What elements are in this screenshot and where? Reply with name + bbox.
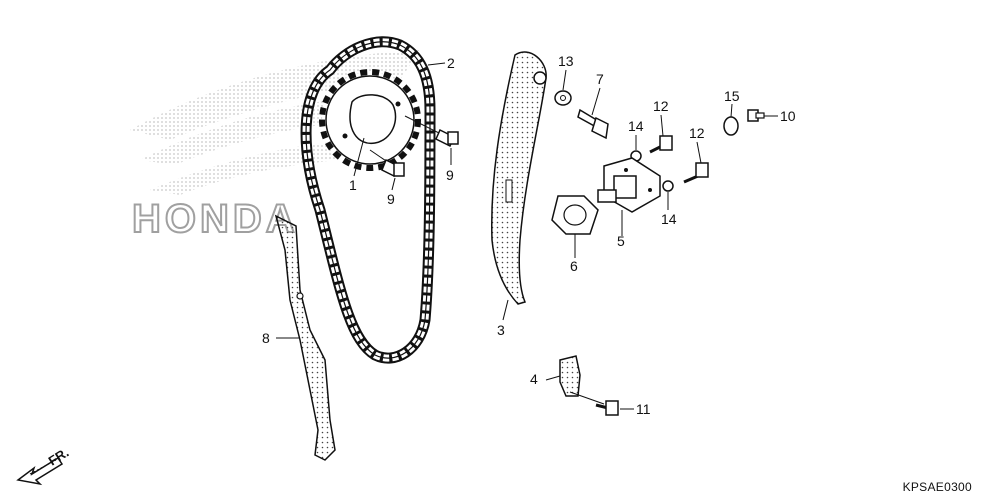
stopper-plate <box>559 355 605 405</box>
lifter-gasket <box>551 195 599 235</box>
callout-13: 13 <box>558 53 574 69</box>
cam-sprocket <box>319 69 421 171</box>
sprocket-bolt-upper <box>404 115 459 148</box>
o-ring-15 <box>723 116 739 136</box>
callout-9-lower: 9 <box>387 191 395 207</box>
pivot-bolt-7 <box>577 108 609 140</box>
callout-5: 5 <box>617 233 625 249</box>
callout-7: 7 <box>596 71 604 87</box>
chain-tensioner-arm <box>491 51 547 305</box>
callout-12-lower: 12 <box>689 125 705 141</box>
washer-13 <box>554 90 572 106</box>
tensioner-bolt-upper <box>649 135 673 154</box>
cam-chain <box>300 36 436 364</box>
callout-14-upper: 14 <box>628 118 644 134</box>
callout-3: 3 <box>497 322 505 338</box>
stopper-bolt-11 <box>595 400 619 416</box>
sprocket-bolt-lower <box>369 149 405 178</box>
callout-12-upper: 12 <box>653 98 669 114</box>
callout-4: 4 <box>530 371 538 387</box>
callout-11: 11 <box>636 401 651 417</box>
tensioner-bolt-lower <box>683 162 709 184</box>
callout-2: 2 <box>447 55 455 71</box>
callout-10: 10 <box>780 108 796 124</box>
leader-lines <box>276 62 778 410</box>
sealing-washer-lower <box>662 180 674 192</box>
honda-wordmark: HONDA <box>132 197 299 241</box>
callout-9-upper: 9 <box>446 167 454 183</box>
front-direction-arrow-icon <box>16 456 64 486</box>
callout-14-lower: 14 <box>661 211 677 227</box>
sealing-bolt-10 <box>747 109 765 122</box>
cam-chain-guide <box>274 214 336 461</box>
callout-15: 15 <box>724 88 740 104</box>
callout-1: 1 <box>349 177 357 193</box>
callout-8: 8 <box>262 330 270 346</box>
diagram-code: KPSAE0300 <box>902 480 972 494</box>
tensioner-lifter <box>597 157 661 213</box>
callout-6: 6 <box>570 258 578 274</box>
